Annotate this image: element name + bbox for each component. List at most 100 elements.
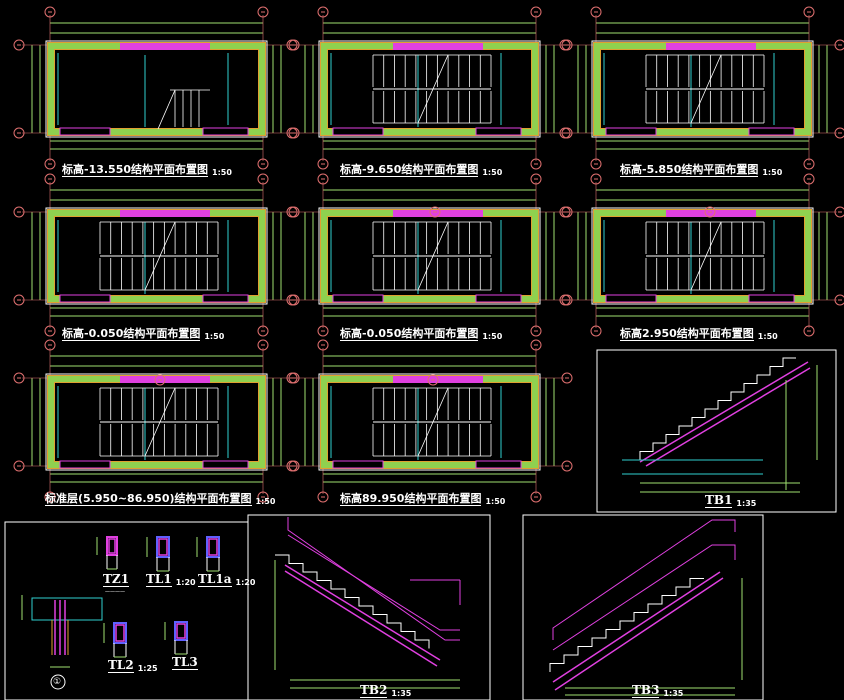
break-line bbox=[690, 54, 722, 124]
axis-bubble bbox=[530, 158, 542, 170]
beam bbox=[202, 294, 249, 303]
axis-bubble bbox=[13, 127, 25, 139]
axis-bubble bbox=[257, 325, 269, 337]
plan-4 bbox=[13, 173, 300, 337]
upper-flight bbox=[287, 534, 460, 631]
plan-title: 标高-0.050结构平面布置图 bbox=[62, 327, 201, 341]
plan-title: 标高-13.550结构平面布置图 bbox=[62, 163, 209, 177]
axis-bubble bbox=[317, 173, 329, 185]
beam bbox=[59, 127, 111, 136]
axis-bubble bbox=[286, 294, 298, 306]
tl1-scale: 1:20 bbox=[175, 578, 196, 587]
slab bbox=[31, 597, 103, 621]
beam bbox=[59, 294, 111, 303]
axis-bubble bbox=[44, 339, 56, 351]
beam bbox=[332, 127, 384, 136]
beam bbox=[605, 127, 657, 136]
wall-edge bbox=[47, 42, 266, 136]
axis-bubble bbox=[834, 39, 844, 51]
node1-detail bbox=[21, 595, 103, 690]
tl2-label: TL2 bbox=[108, 658, 134, 673]
plan-scale: 1:50 bbox=[482, 168, 503, 177]
axis-bubble bbox=[803, 325, 815, 337]
axis-bubble bbox=[530, 325, 542, 337]
break-line bbox=[690, 221, 722, 291]
tl1-label: TL1 bbox=[146, 572, 172, 587]
rebar bbox=[208, 538, 218, 556]
axis-bubble bbox=[561, 372, 573, 384]
wall bbox=[48, 43, 265, 135]
beam bbox=[332, 460, 384, 469]
outline bbox=[591, 40, 814, 138]
node1-label: ① bbox=[53, 677, 62, 687]
axis-bubble bbox=[257, 6, 269, 18]
outline bbox=[318, 373, 541, 471]
plan-scale: 1:50 bbox=[757, 332, 778, 341]
plan-scale: 1:50 bbox=[255, 497, 276, 506]
axis-bubble bbox=[803, 6, 815, 18]
rebar bbox=[108, 538, 116, 554]
tb2-label: TB2 bbox=[360, 683, 388, 698]
axis-bubble bbox=[590, 325, 602, 337]
tz1-label: TZ1 bbox=[103, 572, 130, 587]
tz1-section bbox=[96, 536, 118, 570]
plan-title: 标准层(5.950~86.950)结构平面布置图 bbox=[45, 492, 252, 506]
axis-bubble bbox=[559, 206, 571, 218]
beam-section bbox=[156, 536, 170, 558]
beam bbox=[605, 294, 657, 303]
plan-title: 标高89.950结构平面布置图 bbox=[340, 492, 482, 506]
plan-6 bbox=[559, 173, 844, 337]
tb2-scale: 1:35 bbox=[391, 689, 412, 698]
axis-bubble bbox=[530, 6, 542, 18]
stair-steps bbox=[549, 578, 704, 672]
plan-scale: 1:50 bbox=[482, 332, 503, 341]
axis-bubble bbox=[803, 173, 815, 185]
stair-steps bbox=[639, 357, 796, 460]
axis-bubble bbox=[429, 206, 441, 218]
beam bbox=[475, 294, 522, 303]
beam bbox=[120, 43, 210, 50]
upper-flight bbox=[552, 544, 736, 651]
axis-bubble bbox=[834, 294, 844, 306]
plan-scale: 1:50 bbox=[212, 168, 232, 177]
plan-8 bbox=[286, 339, 573, 503]
axis-bubble bbox=[590, 6, 602, 18]
axis-bubble bbox=[286, 206, 298, 218]
tl2-section bbox=[103, 622, 127, 658]
axis-bubble bbox=[257, 173, 269, 185]
axis-bubble bbox=[530, 491, 542, 503]
tb2-frame bbox=[247, 514, 491, 700]
plan-scale: 1:50 bbox=[485, 497, 506, 506]
beam bbox=[202, 127, 249, 136]
tz1-note: 一一一一 bbox=[105, 590, 126, 596]
tl3-label: TL3 bbox=[172, 655, 198, 670]
slab-line bbox=[639, 361, 809, 463]
slab-line bbox=[554, 577, 724, 691]
plan-title: 标高2.950结构平面布置图 bbox=[620, 327, 754, 341]
axis-bubble bbox=[44, 325, 56, 337]
tb3-label: TB3 bbox=[632, 683, 660, 698]
tb3-section bbox=[549, 519, 743, 696]
rebar bbox=[115, 624, 125, 642]
plan-scale: 1:50 bbox=[204, 332, 225, 341]
axis-bubble bbox=[257, 491, 269, 503]
tl1a-scale: 1:20 bbox=[235, 578, 256, 587]
axis-bubble bbox=[154, 374, 166, 386]
plan-1 bbox=[13, 6, 300, 170]
axis-bubble bbox=[317, 6, 329, 18]
tb1-scale: 1:35 bbox=[736, 499, 757, 508]
slab-line bbox=[284, 570, 438, 667]
outline bbox=[45, 373, 268, 471]
plan-7 bbox=[13, 339, 300, 503]
tb1-label: TB1 bbox=[705, 493, 733, 508]
beam-section bbox=[106, 536, 118, 556]
axis-bubble bbox=[317, 325, 329, 337]
beam bbox=[666, 210, 756, 217]
break-line bbox=[144, 221, 176, 291]
